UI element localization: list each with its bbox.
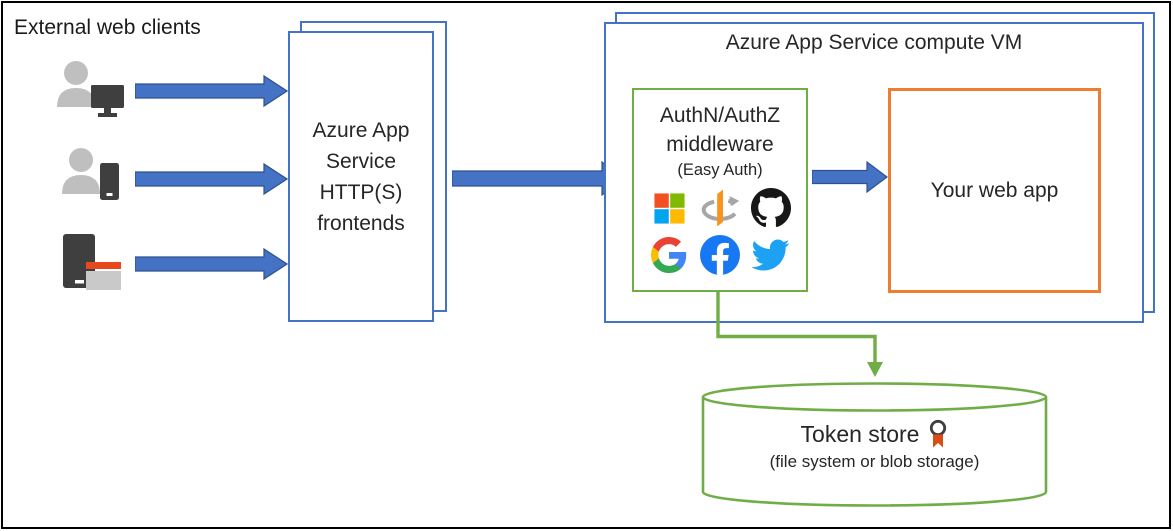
frontends-to-vm-arrow xyxy=(452,160,626,197)
web-app-label: Your web app xyxy=(930,178,1059,202)
external-clients-label: External web clients xyxy=(14,16,201,39)
token-store-cylinder xyxy=(701,382,1048,507)
user-mobile-icon xyxy=(62,148,119,200)
client-arrow-2 xyxy=(135,162,288,196)
token-badge-icon xyxy=(930,419,947,448)
device-app-icon xyxy=(63,234,121,290)
user-desktop-icon xyxy=(57,61,124,117)
middleware-subtitle: (Easy Auth) xyxy=(677,161,763,179)
middleware-to-webapp-arrow xyxy=(812,161,888,193)
openid-icon xyxy=(701,189,740,227)
middleware-title: AuthN/AuthZ middleware xyxy=(659,104,781,156)
middleware-box: AuthN/AuthZ middleware (Easy Auth) xyxy=(632,88,808,292)
compute-vm-title: Azure App Service compute VM xyxy=(725,31,1023,54)
token-store-subtitle: (file system or blob storage) xyxy=(769,452,980,471)
twitter-icon xyxy=(751,239,790,271)
client-arrow-1 xyxy=(135,74,288,108)
identity-providers xyxy=(644,188,796,275)
facebook-icon xyxy=(699,235,740,275)
client-arrow-3 xyxy=(135,247,288,281)
microsoft-icon xyxy=(654,192,685,224)
token-store-title: Token store xyxy=(800,420,920,447)
frontends-box: Azure App Service HTTP(S) frontends xyxy=(288,31,434,322)
token-store-text: Token store (file system or blob storage… xyxy=(703,419,1046,472)
google-icon xyxy=(651,237,687,273)
middleware-to-tokenstore-connector xyxy=(716,291,883,377)
web-app-box: Your web app xyxy=(888,88,1101,293)
github-icon xyxy=(750,188,791,228)
